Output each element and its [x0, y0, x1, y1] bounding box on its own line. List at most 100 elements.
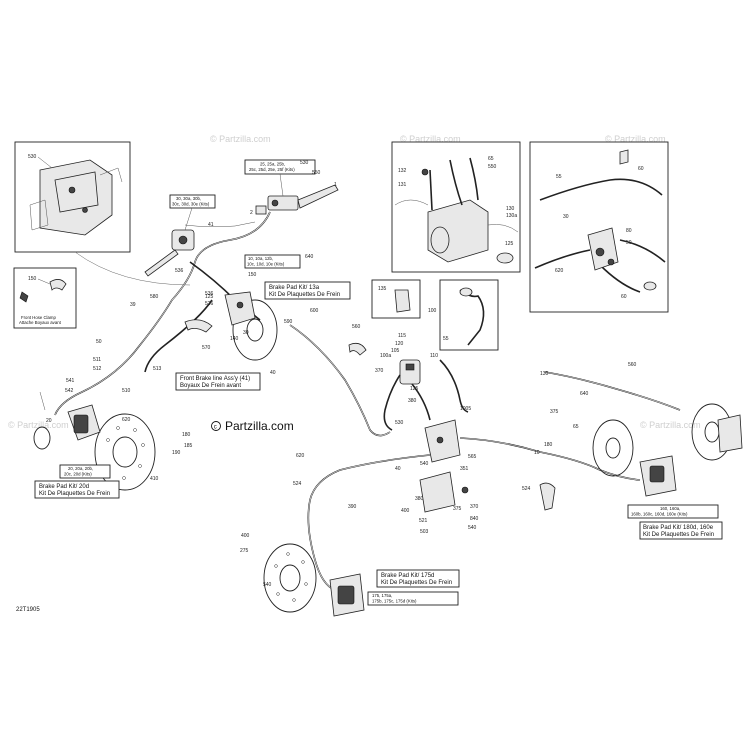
callout-number: 100a — [380, 353, 391, 359]
svg-text:Partzilla.com: Partzilla.com — [225, 419, 294, 433]
callout-number: 524 — [293, 481, 302, 487]
callout-number: 375 — [550, 409, 559, 415]
small-parts-center: 135 100 55 — [348, 279, 499, 356]
reference-code: 22T1905 — [16, 607, 40, 613]
kit-25-line2: 25c, 25d, 25e, 25f (Kits) — [249, 167, 295, 172]
box-brake-pad-180d — [639, 521, 723, 540]
box-brake-pad-180d-subtitle: Kit De Plaquettes De Frein — [643, 532, 714, 538]
kit-20-line1: 20, 20a, 20b, — [68, 466, 93, 471]
callout-60b: 60 — [621, 294, 627, 300]
box-brake-pad-20d-title: Brake Pad Kit/ 20d — [39, 484, 89, 490]
callout-number: 125 — [205, 294, 214, 300]
rear-left-disc — [263, 543, 365, 617]
callout-65: 65 — [488, 156, 494, 162]
svg-text:c: c — [214, 425, 217, 431]
watermark-top-left: © Partzilla.com — [210, 134, 271, 144]
callout-55b: 55 — [443, 336, 449, 342]
kit-20-line2: 20c, 20d (Kits) — [64, 472, 92, 477]
callout-number: 375 — [453, 506, 462, 512]
callout-number: 410 — [150, 476, 159, 482]
inset-bracket: 530 — [14, 141, 131, 253]
callout-number: 541 — [66, 378, 75, 384]
callout-number: 530 — [395, 420, 404, 426]
callout-number: 540 — [468, 525, 477, 531]
box-brake-pad-175d — [376, 569, 460, 588]
hose-clamp-subtitle: Attache Boyaux avant — [19, 320, 62, 325]
callout-number: 39 — [130, 302, 136, 308]
watermark-left-mid: © Partzilla.com — [8, 420, 69, 430]
callout-number: 180 — [544, 442, 553, 448]
callout-number: 400 — [401, 508, 410, 514]
callout-number: 185 — [184, 443, 193, 449]
kit-175-line1: 175, 175a, — [372, 593, 392, 598]
thumb-brake-lever: 30, 30a, 30b, 30c, 30d, 30e (Kits) — [144, 194, 216, 277]
box-brake-pad-13a — [264, 281, 351, 300]
front-left-disc — [33, 391, 156, 491]
callout-number: 380 — [415, 496, 424, 502]
callout-number: 150 — [248, 272, 257, 278]
kit-10-line1: 10, 10a, 12b, — [248, 256, 273, 261]
rear-right-discs — [539, 403, 743, 511]
box-brake-pad-20d — [34, 480, 120, 499]
box-front-brake-line — [175, 372, 261, 391]
callout-number: 105 — [391, 348, 400, 354]
callout-number: 180 — [182, 432, 191, 438]
kit-175-line2: 175b, 175c, 175d (Kits) — [372, 599, 417, 604]
callout-number: 540 — [420, 461, 429, 467]
callout-number: 512 — [93, 366, 102, 372]
box-brake-pad-175d-subtitle: Kit De Plaquettes De Frein — [381, 580, 452, 586]
callout-number: 570 — [202, 345, 211, 351]
callout-number: 370 — [470, 504, 479, 510]
callout-number: 640 — [305, 254, 314, 260]
callout-number: 560 — [628, 362, 637, 368]
callout-number: 503 — [420, 529, 429, 535]
callout-131: 131 — [398, 182, 407, 188]
callout-number: 565 — [468, 454, 477, 460]
callout-550: 550 — [488, 164, 497, 170]
watermark-center: c Partzilla.com — [211, 419, 294, 433]
inset-abs-connections: 60 55 30 80 50 620 60 — [529, 141, 669, 313]
callout-50: 50 — [626, 240, 632, 246]
callout-number: 540 — [263, 582, 272, 588]
kit-30-line1: 30, 30a, 30b, — [176, 196, 201, 201]
callout-number: 40 — [270, 370, 276, 376]
callout-number: 510 — [122, 388, 131, 394]
watermark-top-right: © Partzilla.com — [605, 134, 666, 144]
callout-number: 110 — [430, 353, 438, 359]
callout-number: 640 — [580, 391, 589, 397]
callout-125: 125 — [505, 241, 514, 247]
callout-number: 620 — [296, 453, 305, 459]
front-right-disc — [184, 291, 278, 361]
box-front-brake-line-subtitle: Boyaux De Frein avant — [180, 383, 241, 389]
watermark-right-mid: © Partzilla.com — [640, 420, 701, 430]
hose-clamp-title: Front Hose Clamp — [21, 315, 56, 320]
kit-160-line2: 160b, 160c, 160d, 160e (Kits) — [631, 512, 688, 517]
callout-number: 190 — [172, 450, 181, 456]
callout-number: 400 — [241, 533, 250, 539]
callout-number: 590 — [284, 319, 293, 325]
callout-number: 41 — [208, 222, 214, 228]
callout-number: 1005 — [460, 406, 471, 412]
callout-number: 536 — [175, 268, 184, 274]
callout-number: 560 — [352, 324, 361, 330]
callout-number: 115 — [398, 333, 406, 339]
callout-135: 135 — [378, 286, 387, 292]
callout-30: 30 — [563, 214, 569, 220]
callout-number: 2 — [250, 210, 253, 216]
callout-number: 40 — [395, 466, 401, 472]
callout-number: 65 — [573, 424, 579, 430]
callout-number: 1 — [334, 182, 337, 188]
callout-number: 542 — [65, 388, 74, 394]
callout-55: 55 — [556, 174, 562, 180]
callout-number: 550 — [312, 170, 321, 176]
rear-master-assembly — [307, 359, 681, 591]
watermark-top-mid: © Partzilla.com — [400, 134, 461, 144]
callout-number: 526 — [205, 301, 214, 307]
callout-number: 521 — [419, 518, 428, 524]
callout-620: 620 — [555, 268, 564, 274]
callout-number: 275 — [240, 548, 249, 554]
callout-530: 530 — [28, 154, 37, 160]
callout-number: 511 — [93, 357, 101, 363]
box-brake-pad-180d-title: Brake Pad Kit/ 180d, 160e — [643, 525, 714, 531]
